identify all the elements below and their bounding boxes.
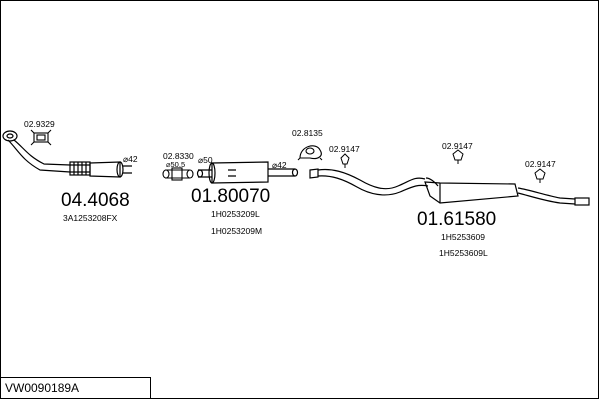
middle-silencer-part-number: 01.80070 — [191, 186, 270, 207]
code-box — [0, 377, 151, 399]
middle-silencer-ref: 1H0253209L — [211, 209, 260, 219]
ring-mount-part-number: 02.8135 — [292, 128, 323, 138]
hanger-part-number: 02.9147 — [442, 141, 473, 151]
front-pipe-drawing — [2, 130, 132, 178]
rear-silencer-drawing — [309, 168, 590, 206]
middle-silencer-ref: 1H0253209M — [211, 226, 262, 236]
clamp-icon — [162, 167, 194, 181]
hanger-icon — [340, 153, 350, 168]
diagram-code: VW0090189A — [5, 381, 79, 395]
gasket-part-number: 02.9329 — [24, 119, 55, 129]
diameter-label: ⌀42 — [123, 154, 138, 164]
ring-mount-icon — [297, 145, 323, 161]
hanger-icon — [534, 168, 546, 183]
middle-silencer-drawing — [196, 161, 299, 184]
gasket-icon — [30, 129, 52, 146]
hanger-icon — [452, 149, 464, 164]
rear-silencer-part-number: 01.61580 — [417, 209, 496, 230]
diameter-label: ⌀50,5 — [166, 160, 185, 169]
hanger-part-number: 02.9147 — [329, 144, 360, 154]
clamp-part-number: 02.8330 — [163, 151, 194, 161]
diameter-label: ⌀50 — [198, 155, 213, 165]
rear-silencer-ref: 1H5253609 — [441, 232, 485, 242]
diameter-label: ⌀42 — [272, 160, 287, 170]
front-pipe-ref: 3A1253208FX — [63, 213, 118, 223]
hanger-part-number: 02.9147 — [525, 159, 556, 169]
front-pipe-part-number: 04.4068 — [61, 190, 130, 211]
rear-silencer-ref: 1H5253609L — [439, 248, 488, 258]
